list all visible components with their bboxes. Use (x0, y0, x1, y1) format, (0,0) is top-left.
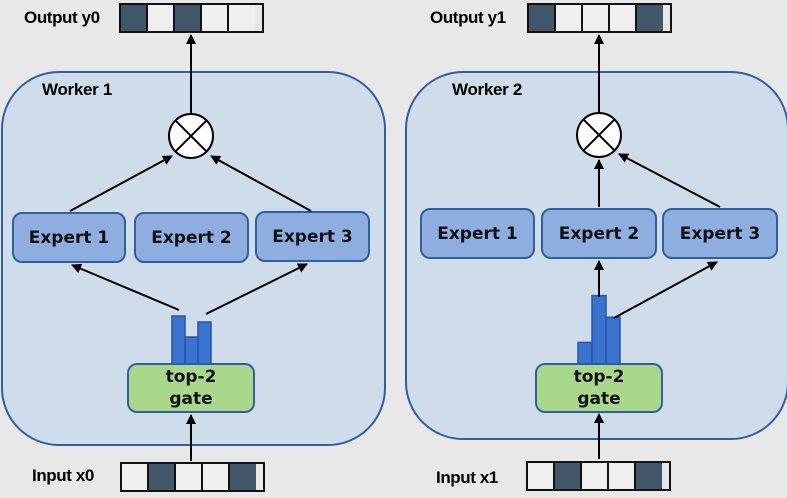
vector-cell-4 (202, 5, 229, 31)
multiply-circle-icon-1 (168, 113, 214, 159)
arrow-expert-1-to-combine (69, 155, 173, 212)
vector-cell-5 (230, 464, 256, 490)
vector-cell-5 (637, 5, 663, 31)
vector-cell-3 (175, 5, 202, 31)
vector-cell-1 (122, 464, 149, 490)
worker-2-title: Worker 2 (452, 80, 523, 99)
arrow-gate-to-expert-3 (205, 263, 308, 315)
vector-cell-2 (148, 5, 175, 31)
vector-cell-5 (636, 463, 662, 489)
output-y0-vector (119, 3, 264, 33)
worker-1-top2-gate: top-2 gate (127, 363, 255, 413)
worker-2-top2-gate: top-2 gate (535, 363, 663, 413)
expert-label: Expert 1 (28, 227, 110, 248)
worker-2-expert-2: Expert 2 (541, 208, 657, 259)
vector-cell-3 (176, 464, 203, 490)
vector-cell-2 (149, 464, 176, 490)
input-x1-label: Input x1 (436, 468, 498, 487)
arrow-gate-to-expert-1 (71, 263, 180, 311)
gate-label-line1: top-2 (573, 367, 625, 387)
expert-label: Expert 3 (679, 223, 761, 244)
input-x0-label: Input x0 (32, 466, 94, 485)
vector-cell-4 (203, 464, 230, 490)
vector-cell-3 (583, 5, 610, 31)
worker-1-expert-2: Expert 2 (134, 212, 249, 263)
worker-1-gate-score-bar-2 (184, 336, 199, 365)
vector-cell-3 (582, 463, 609, 489)
vector-cell-1 (121, 5, 148, 31)
output-y0-label: Output y0 (24, 8, 100, 27)
expert-label: Expert 1 (437, 223, 518, 244)
vector-cell-4 (610, 5, 637, 31)
gate-label-line1: top-2 (165, 367, 217, 387)
vector-cell-5 (229, 5, 255, 31)
worker-1-expert-3: Expert 3 (255, 211, 370, 262)
worker-2-gate-score-bar-3 (605, 316, 621, 365)
gate-label-line2: gate (577, 389, 621, 409)
gate-label-line2: gate (169, 389, 213, 409)
vector-cell-1 (528, 463, 555, 489)
expert-label: Expert 2 (558, 223, 640, 244)
output-y1-vector (527, 3, 672, 33)
vector-cell-2 (555, 463, 582, 489)
vector-cell-2 (556, 5, 583, 31)
multiply-circle-icon-2 (576, 112, 622, 158)
worker-2-expert-1: Expert 1 (420, 208, 535, 259)
expert-label: Expert 2 (151, 227, 232, 248)
worker-2-expert-3: Expert 3 (662, 208, 778, 259)
worker-1-gate-score-bar-1 (171, 315, 186, 365)
vector-cell-1 (529, 5, 556, 31)
vector-cell-4 (609, 463, 636, 489)
worker-2-gate-score-bar-1 (577, 341, 593, 365)
worker-1-gate-score-bar-3 (197, 321, 212, 365)
worker-1-title: Worker 1 (42, 80, 113, 99)
input-x0-vector (120, 462, 265, 492)
input-x1-vector (526, 461, 671, 491)
arrow-expert-3-to-combine (618, 153, 721, 208)
arrow-expert-3-to-combine (210, 155, 312, 212)
worker-2-gate-score-bar-2 (591, 294, 607, 365)
arrow-gate-to-expert-3 (613, 261, 718, 319)
expert-label: Expert 3 (272, 226, 353, 247)
worker-1-expert-1: Expert 1 (12, 212, 126, 263)
output-y1-label: Output y1 (430, 8, 506, 27)
